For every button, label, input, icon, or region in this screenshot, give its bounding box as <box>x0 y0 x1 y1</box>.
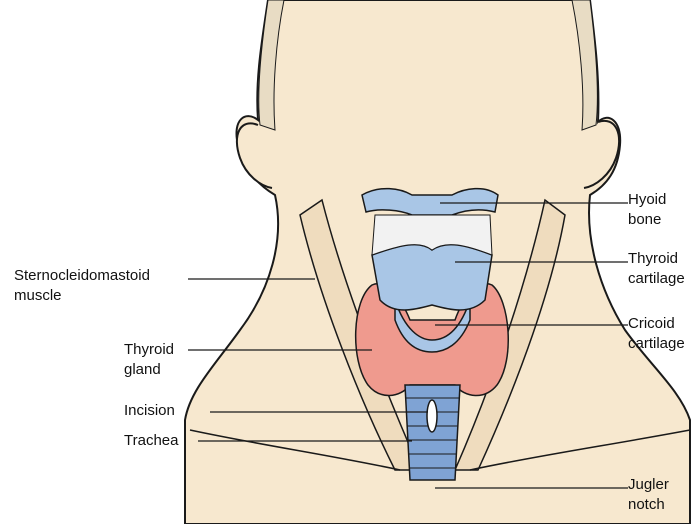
label-thyroid-gland-line2: gland <box>124 360 174 380</box>
label-thyroid-gland: Thyroid gland <box>124 340 174 380</box>
label-thyroid-gland-line1: Thyroid <box>124 340 174 360</box>
label-scm-line1: Sternocleidomastoid <box>14 266 150 286</box>
label-jugler-line2: notch <box>628 495 669 515</box>
label-hyoid-line1: Hyoid <box>628 190 666 210</box>
thyrohyoid-membrane <box>372 215 492 255</box>
label-jugler-line1: Jugler <box>628 475 669 495</box>
label-cricoid-cartilage: Cricoid cartilage <box>628 314 685 354</box>
label-thyroid-cartilage-line2: cartilage <box>628 269 685 289</box>
incision-mark <box>427 400 437 432</box>
label-cricoid-line1: Cricoid <box>628 314 685 334</box>
label-thyroid-cartilage: Thyroid cartilage <box>628 249 685 289</box>
label-trachea-text: Trachea <box>124 431 178 451</box>
label-hyoid-line2: bone <box>628 210 666 230</box>
label-scm-line2: muscle <box>14 286 150 306</box>
label-hyoid-bone: Hyoid bone <box>628 190 666 230</box>
label-trachea: Trachea <box>124 431 178 451</box>
thyroid-cartilage-shape <box>372 245 492 310</box>
label-cricoid-line2: cartilage <box>628 334 685 354</box>
label-thyroid-cartilage-line1: Thyroid <box>628 249 685 269</box>
label-incision-text: Incision <box>124 401 175 421</box>
label-sternocleidomastoid: Sternocleidomastoid muscle <box>14 266 150 306</box>
label-incision: Incision <box>124 401 175 421</box>
label-jugler-notch: Jugler notch <box>628 475 669 515</box>
